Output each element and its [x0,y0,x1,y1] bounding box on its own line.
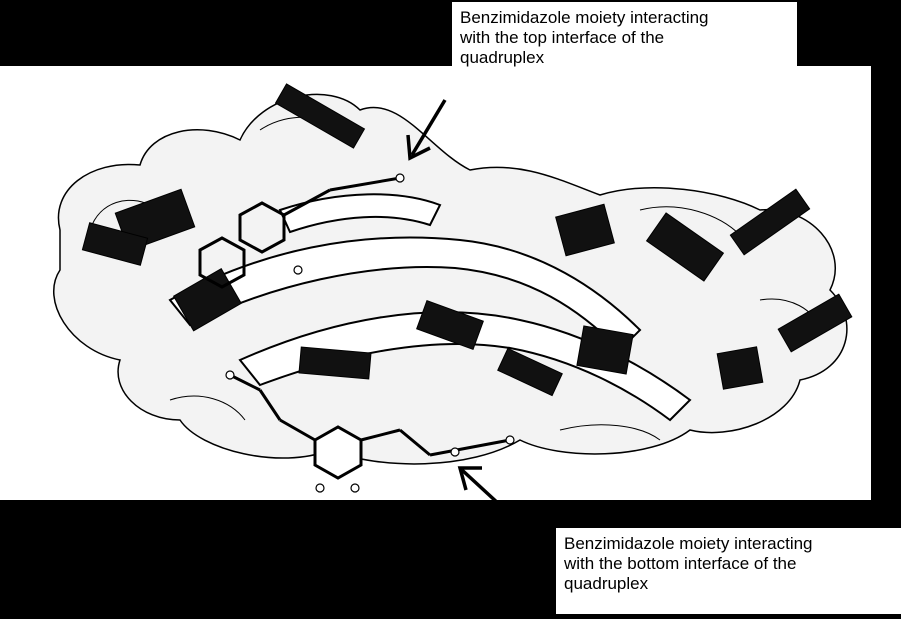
molecular-surface [53,93,848,465]
annotation-bottom-line-2: with the bottom interface of the [564,554,797,573]
annotation-top-line-2: with the top interface of the [460,28,665,47]
arrow-bottom [457,466,502,507]
annotation-top-line-1: Benzimidazole moiety interacting [460,8,709,27]
annotation-top-line-3: quadruplex [460,48,545,67]
annotation-bottom-line-3: quadruplex [564,574,649,593]
arrow-top [406,99,447,161]
annotation-bottom: Benzimidazole moiety interacting with th… [556,528,901,614]
annotation-bottom-line-1: Benzimidazole moiety interacting [564,534,813,553]
annotation-top: Benzimidazole moiety interacting with th… [452,2,797,86]
